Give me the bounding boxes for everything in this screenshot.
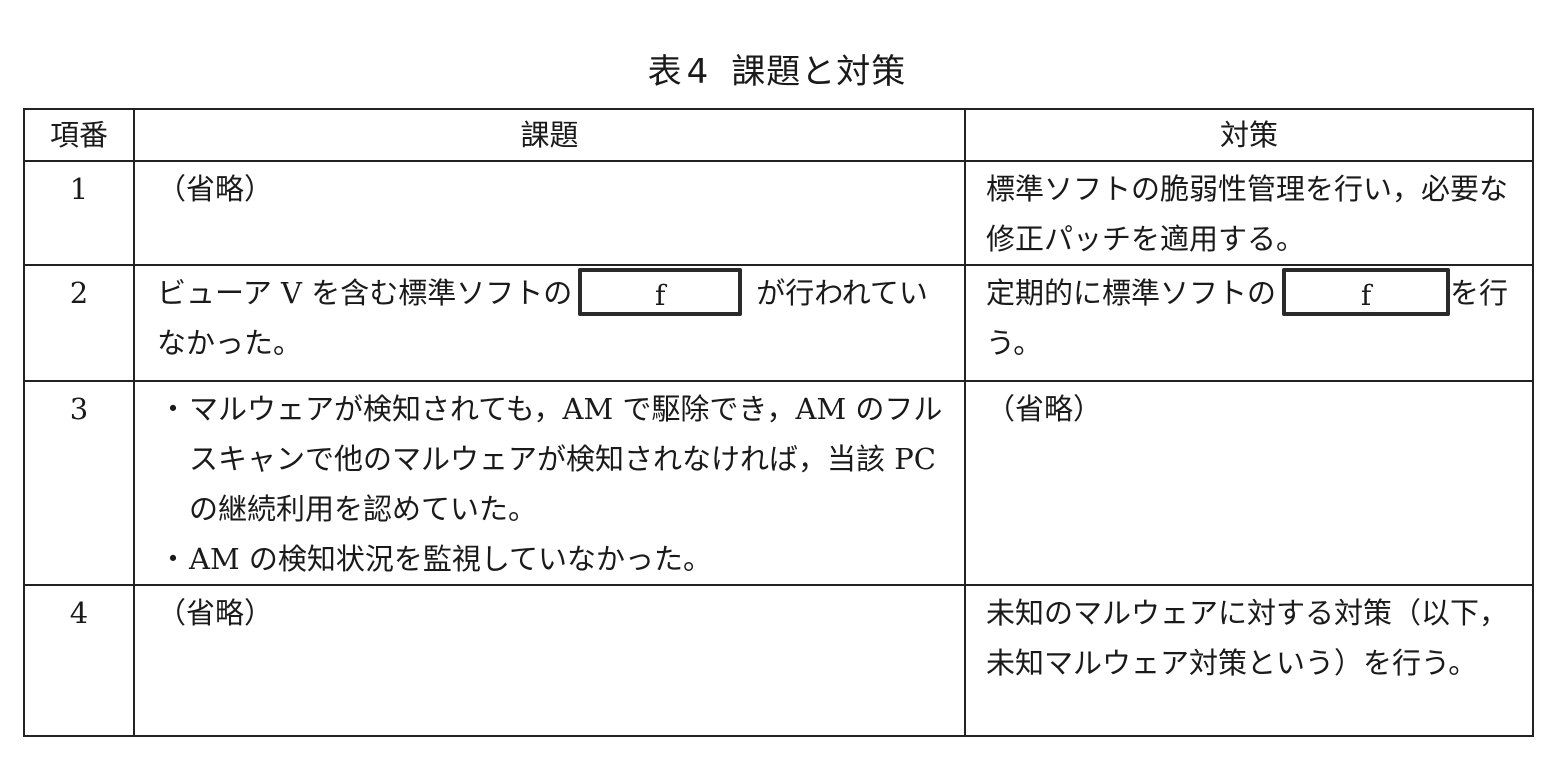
issues-measures-table: 項番 課題 対策 1 （省略） 標準ソフトの脆弱性管理を行い，必要な修正パッチを… bbox=[23, 108, 1534, 737]
row-measure: （省略） bbox=[964, 380, 1534, 586]
answer-blank-f: f bbox=[1282, 268, 1451, 316]
row-no: 4 bbox=[23, 584, 135, 737]
issue-bullet-item: ・マルウェアが検知されても，AM で駆除でき，AM のフルスキャンで他のマルウェ… bbox=[157, 384, 946, 534]
row-no: 2 bbox=[23, 264, 135, 382]
row-no: 1 bbox=[23, 160, 135, 266]
header-no: 項番 bbox=[23, 108, 135, 162]
issue-text-before: ビューア V を含む標準ソフトの bbox=[157, 276, 573, 310]
header-row: 項番 課題 対策 bbox=[23, 108, 1534, 162]
caption-number: 4 bbox=[686, 52, 710, 92]
bullet-mark: ・ bbox=[158, 542, 188, 576]
issue-text-after: が行われていなかった。 bbox=[157, 276, 928, 360]
caption-label: 表 bbox=[647, 52, 683, 92]
bullet-text: AM の検知状況を監視していなかった。 bbox=[189, 542, 712, 576]
measure-text-before: 定期的に標準ソフトの bbox=[986, 276, 1277, 310]
bullet-text: マルウェアが検知されても，AM で駆除でき，AM のフルスキャンで他のマルウェア… bbox=[189, 392, 943, 526]
bullet-mark: ・ bbox=[158, 392, 188, 426]
row-issue: （省略） bbox=[133, 584, 966, 737]
row-measure: 未知のマルウェアに対する対策（以下，未知マルウェア対策という）を行う。 bbox=[964, 584, 1534, 737]
caption-title: 課題と対策 bbox=[731, 52, 907, 92]
row-measure: 標準ソフトの脆弱性管理を行い，必要な修正パッチを適用する。 bbox=[964, 160, 1534, 266]
issue-bullet-item: ・AM の検知状況を監視していなかった。 bbox=[157, 534, 946, 584]
header-measure: 対策 bbox=[964, 108, 1534, 162]
row-no: 3 bbox=[23, 380, 135, 586]
answer-blank-f: f bbox=[578, 268, 743, 316]
row-issue: （省略） bbox=[133, 160, 966, 266]
table-row: 4 （省略） 未知のマルウェアに対する対策（以下，未知マルウェア対策という）を行… bbox=[23, 584, 1534, 737]
measure-text-after: を行う。 bbox=[986, 276, 1509, 360]
table-row: 3 ・マルウェアが検知されても，AM で駆除でき，AM のフルスキャンで他のマル… bbox=[23, 380, 1534, 586]
row-issue: ・マルウェアが検知されても，AM で駆除でき，AM のフルスキャンで他のマルウェ… bbox=[133, 380, 966, 586]
table-row: 1 （省略） 標準ソフトの脆弱性管理を行い，必要な修正パッチを適用する。 bbox=[23, 160, 1534, 266]
header-issue: 課題 bbox=[133, 108, 966, 162]
